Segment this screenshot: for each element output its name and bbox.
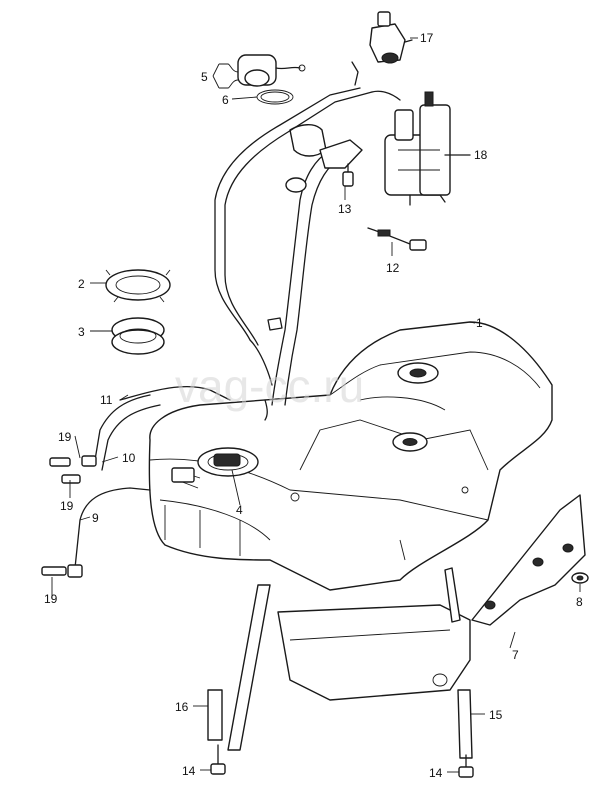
leader-lines <box>51 37 581 773</box>
callout-numbers: 1 2 3 4 5 6 7 8 9 10 11 12 13 14 14 15 1… <box>44 31 583 780</box>
watermark-text: vag-cc.ru <box>175 360 364 412</box>
callout-18: 18 <box>474 148 488 162</box>
callout-16: 16 <box>175 700 189 714</box>
clip-19-a <box>49 455 97 467</box>
callout-10: 10 <box>122 451 136 465</box>
callout-19-a: 19 <box>58 430 72 444</box>
callout-17: 17 <box>420 31 434 45</box>
callout-3: 3 <box>78 325 85 339</box>
callout-15: 15 <box>489 708 503 722</box>
seal-ring <box>111 317 165 355</box>
callout-1: 1 <box>476 316 483 330</box>
callout-19-c: 19 <box>44 592 58 606</box>
tank-cap <box>237 54 306 105</box>
bolt-14-left <box>210 744 226 775</box>
support-strap-right <box>471 494 586 626</box>
callout-4: 4 <box>236 503 243 517</box>
support-strap-left <box>207 584 271 751</box>
support-strap-left-2 <box>444 567 473 759</box>
fuel-tank <box>148 321 553 591</box>
sensor-harness <box>367 227 427 251</box>
filler-neck <box>264 124 363 421</box>
callout-19-b: 19 <box>60 499 74 513</box>
callout-2: 2 <box>78 277 85 291</box>
callout-14-left: 14 <box>182 764 196 778</box>
carbon-canister <box>384 91 471 206</box>
breather-valve <box>369 11 413 64</box>
callout-6: 6 <box>222 93 229 107</box>
callout-5: 5 <box>201 70 208 84</box>
callout-8: 8 <box>576 595 583 609</box>
nut-8 <box>571 572 589 584</box>
callout-9: 9 <box>92 511 99 525</box>
callout-13: 13 <box>338 202 352 216</box>
locking-ring <box>105 269 171 303</box>
bolt-13 <box>342 163 354 187</box>
heat-shield <box>277 604 471 701</box>
clip-19-b <box>61 474 81 484</box>
callout-11: 11 <box>100 393 113 407</box>
clip-19-c <box>41 564 83 578</box>
callout-7: 7 <box>512 648 519 662</box>
fuel-lines <box>74 61 401 569</box>
fuel-sender-unit <box>171 447 259 489</box>
callout-12: 12 <box>386 261 400 275</box>
callout-14-right: 14 <box>429 766 443 780</box>
